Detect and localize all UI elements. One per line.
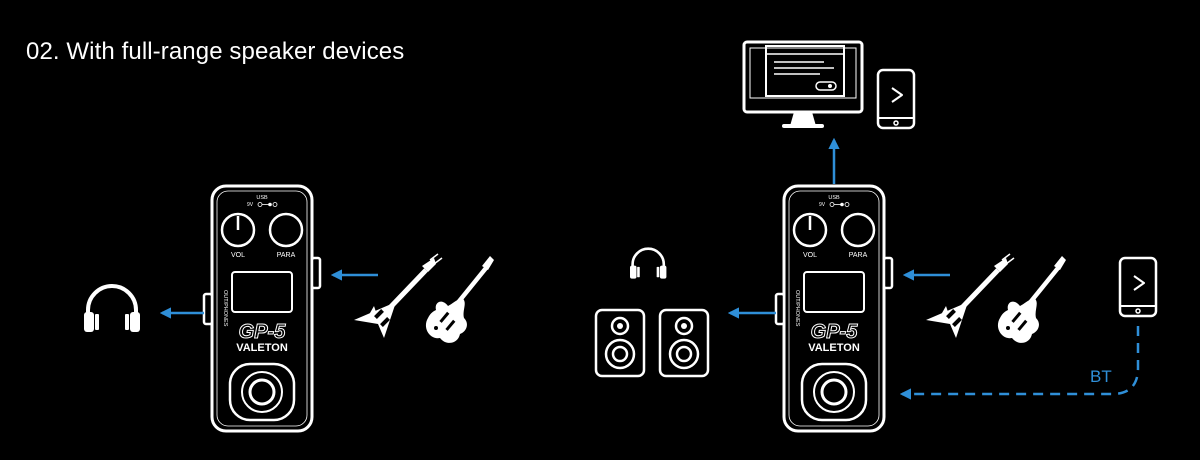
- bt-label: BT: [1090, 367, 1112, 386]
- pedal-right: [774, 184, 894, 433]
- bt-connection-line: [899, 326, 1140, 400]
- tablet-icon: [1118, 256, 1158, 318]
- speaker-icon: [594, 308, 646, 378]
- page-title: 02. With full-range speaker devices: [26, 38, 405, 65]
- headphones-icon: [628, 247, 668, 280]
- electric-guitar-icon: [426, 256, 494, 343]
- pedal-left: [202, 184, 322, 433]
- headphones-icon: [82, 284, 142, 334]
- phone-icon: [876, 68, 916, 130]
- monitor-icon: [742, 40, 864, 128]
- electric-guitar-icon: [998, 256, 1066, 343]
- speaker-icon: [658, 308, 710, 378]
